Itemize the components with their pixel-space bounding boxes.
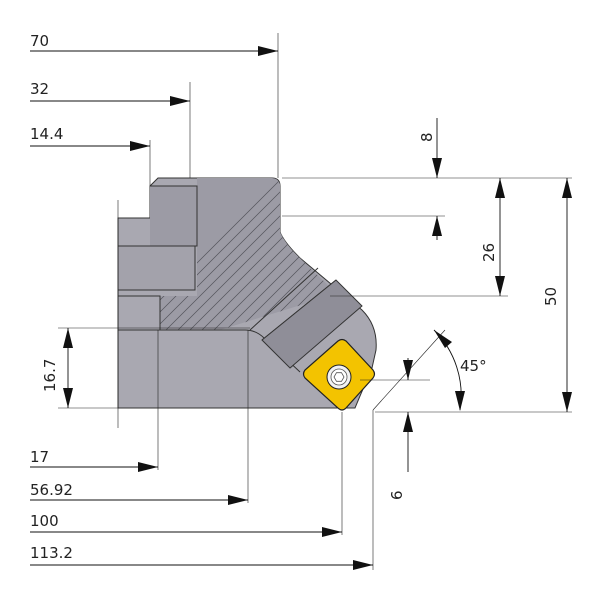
dim-26: 26: [480, 178, 505, 296]
hatch-line: [544, 160, 600, 360]
dim-32-label: 32: [30, 80, 49, 98]
hatch-line: [376, 160, 576, 360]
dim-16-7: 16.7: [41, 328, 73, 408]
dim-100-label: 100: [30, 512, 59, 530]
dim-17-label: 17: [30, 448, 49, 466]
hatch-line: [424, 160, 600, 360]
dim-100: 100: [30, 512, 342, 537]
hatch-line: [508, 160, 600, 360]
dim-26-label: 26: [480, 243, 498, 262]
screw-hex-icon: [333, 372, 345, 382]
chip-pocket: [261, 279, 363, 369]
insert-pocket-edge-1: [249, 267, 319, 331]
hatch-line: [150, 178, 313, 330]
dim-16-7-label: 16.7: [41, 359, 59, 392]
dim-8-label: 8: [418, 132, 436, 142]
hatch-line: [496, 160, 600, 360]
dim-56-92-label: 56.92: [30, 481, 73, 499]
dim-113-2-label: 113.2: [30, 544, 73, 562]
dim-56-92: 56.92: [30, 481, 248, 505]
dim-50-label: 50: [542, 287, 560, 306]
dim-32: 32: [30, 80, 190, 106]
angle-45-label: 45°: [460, 357, 487, 375]
dim-14-4: 14.4: [30, 125, 150, 151]
hatch-line: [568, 160, 600, 360]
dim-70: 70: [30, 32, 278, 56]
hatch-line: [412, 160, 600, 360]
screw-hex-ring: [330, 368, 348, 386]
insert: [302, 338, 376, 411]
hatch-line: [556, 160, 600, 360]
dim-14-4-label: 14.4: [30, 125, 63, 143]
hatch-line: [448, 160, 600, 360]
dim-8: 8: [418, 118, 442, 240]
dim-6-label: 6: [388, 490, 406, 500]
dim-70-label: 70: [30, 32, 49, 50]
hatch-line: [171, 178, 337, 330]
hatch-line: [520, 160, 600, 360]
hatch-line: [364, 160, 564, 360]
hatch-line: [436, 160, 600, 360]
dim-113-2: 113.2: [30, 544, 373, 570]
dim-50: 50: [542, 178, 572, 412]
key-slot: [117, 245, 196, 291]
hatch-line: [183, 178, 337, 330]
hatch-line: [150, 178, 301, 330]
angle-45: 45°: [433, 329, 487, 411]
hatch-line: [195, 178, 337, 330]
dim-17: 17: [30, 448, 158, 472]
hatch-line: [352, 160, 552, 360]
dim-6: 6: [388, 358, 413, 500]
